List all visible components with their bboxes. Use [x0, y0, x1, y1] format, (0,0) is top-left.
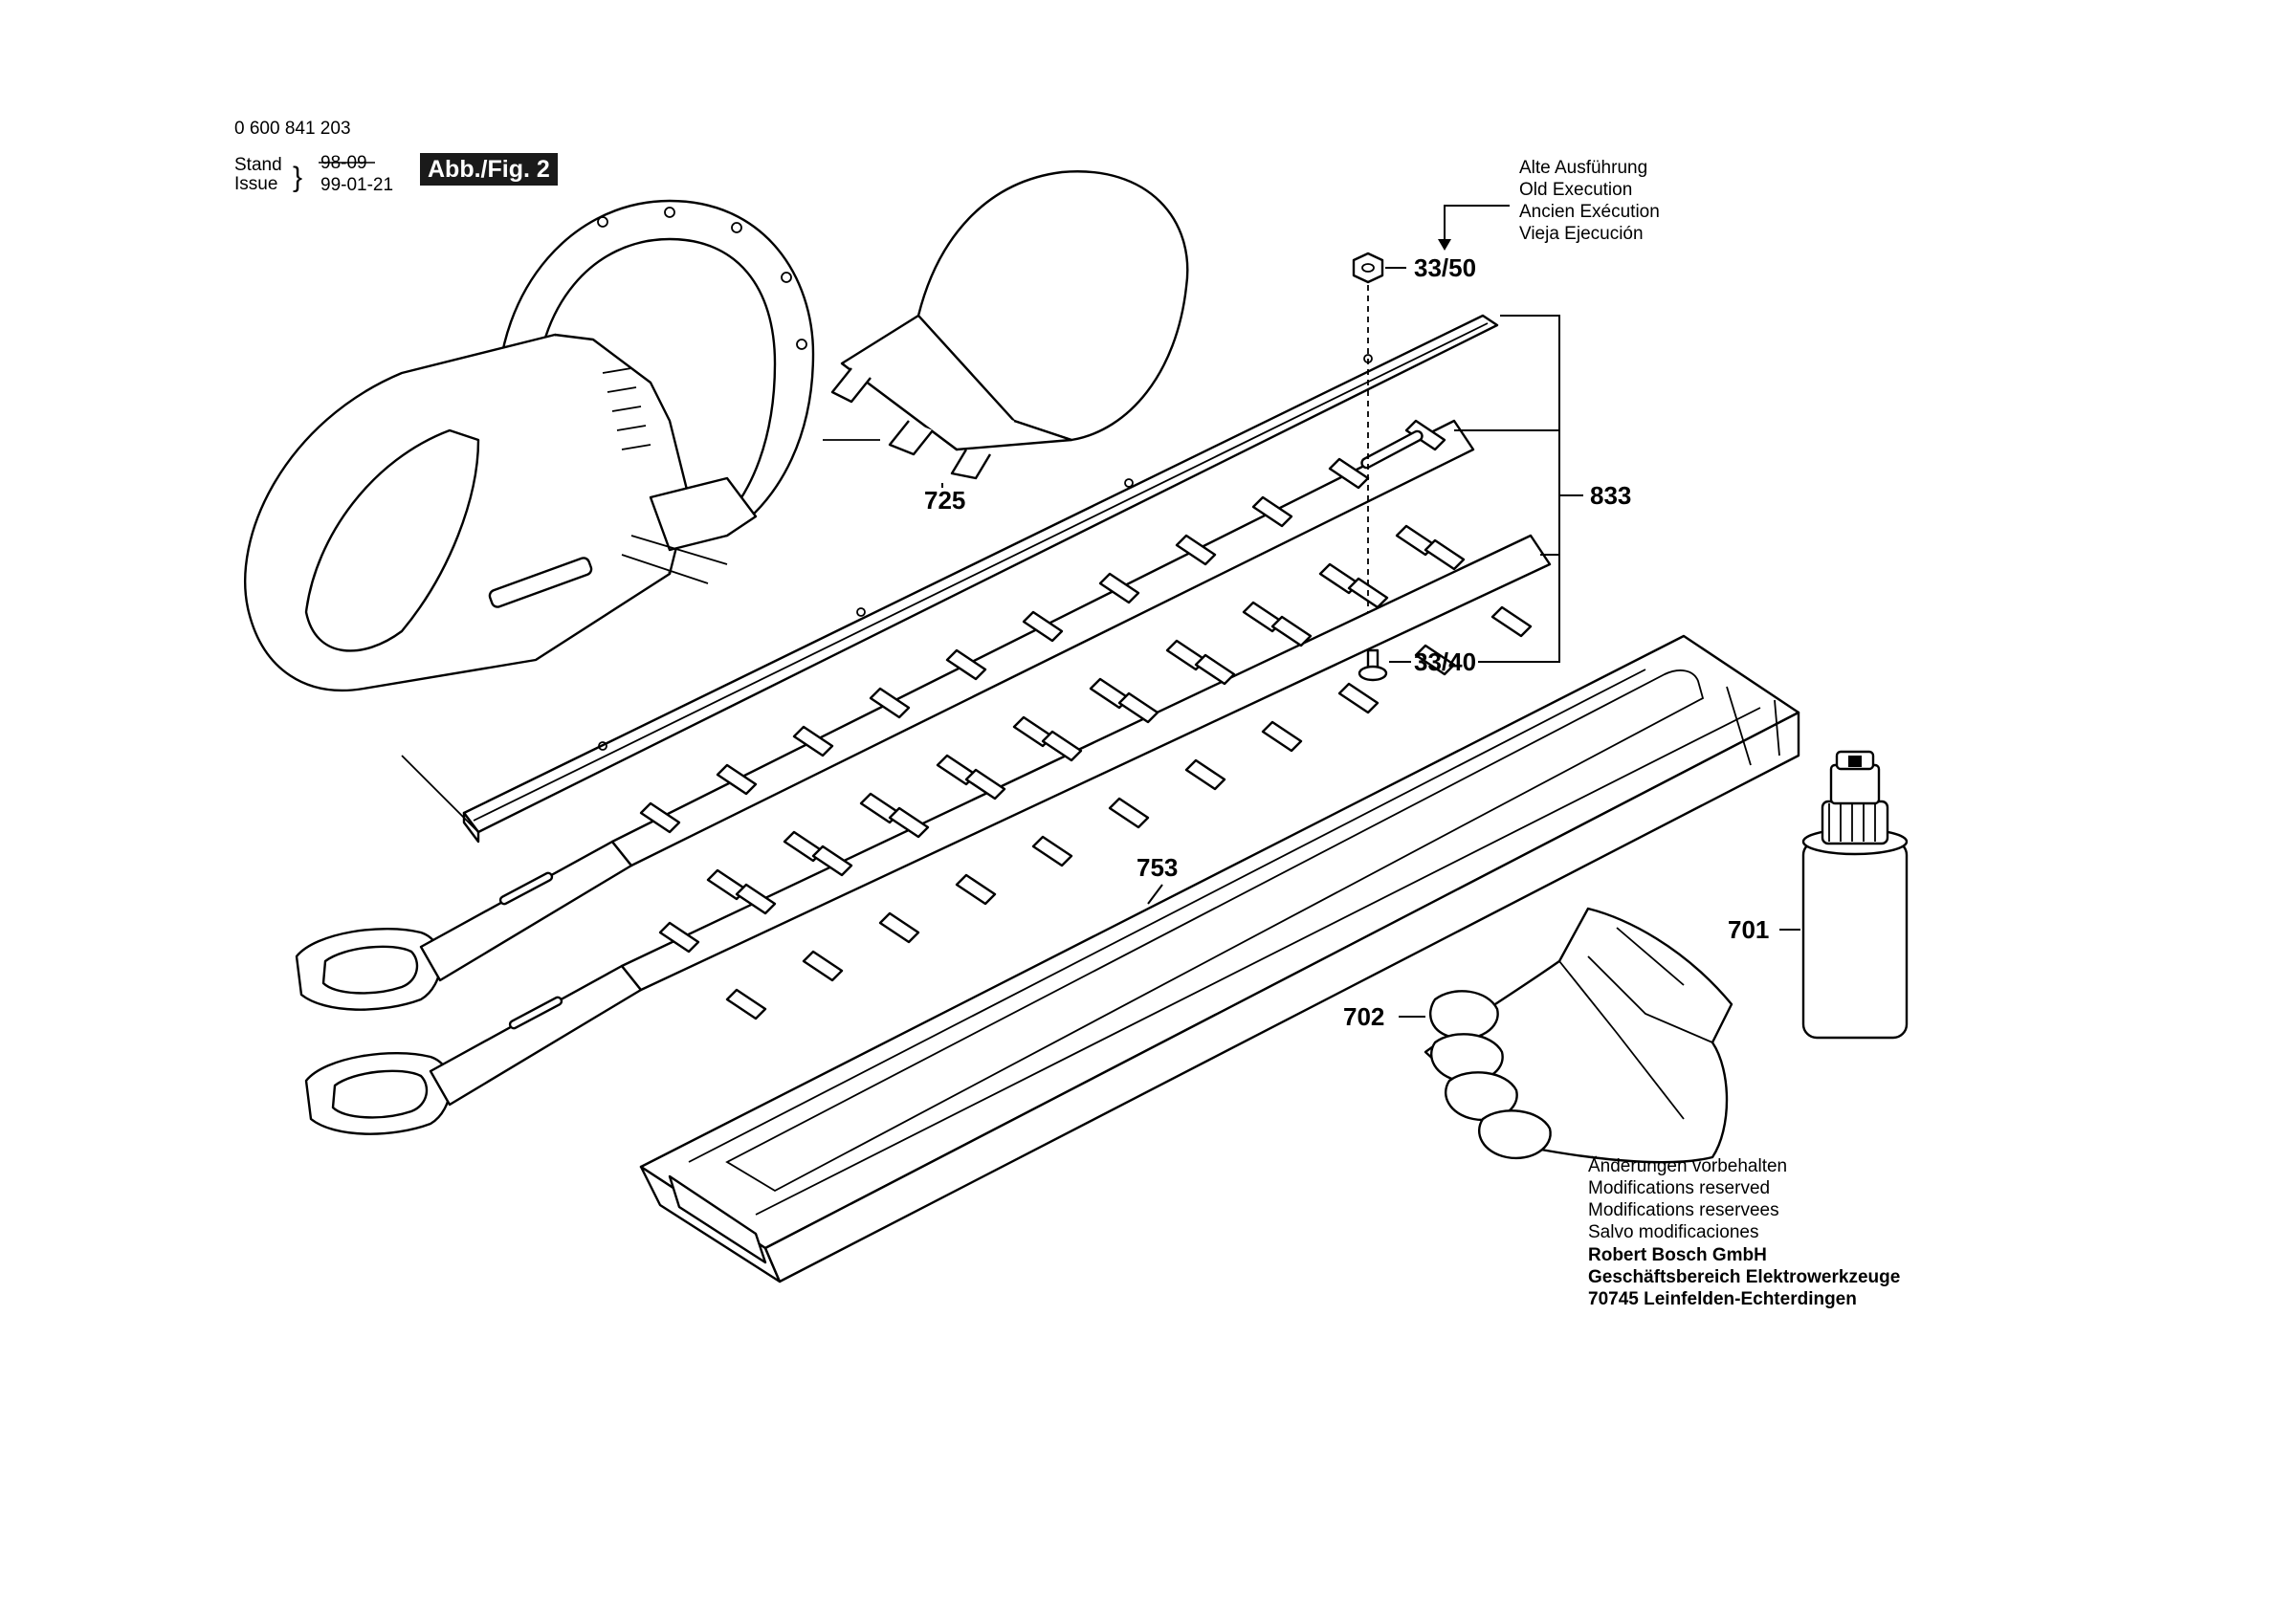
- callout-701: 701: [1728, 915, 1769, 944]
- issue-date: 99-01-21: [320, 175, 393, 195]
- gloves-702: [1424, 907, 1733, 1164]
- oil-bottle-701: [1801, 750, 1909, 1040]
- blade-sheath-753: [639, 634, 1800, 1283]
- trimmer-housing: [244, 199, 815, 692]
- screw-33-40: [1358, 648, 1388, 682]
- company-division: Geschäftsbereich Elektrowerkzeuge: [1588, 1267, 1900, 1287]
- footer-note: Änderungen vorbehalten Modifications res…: [1588, 1156, 1900, 1309]
- lower-blade-teeth: [658, 538, 1533, 1020]
- reserved-de: Änderungen vorbehalten: [1588, 1156, 1787, 1176]
- company-address: 70745 Leinfelden-Echterdingen: [1588, 1289, 1857, 1309]
- old-execution-de: Alte Ausführung: [1519, 158, 1647, 178]
- callout-753: 753: [1137, 853, 1178, 882]
- leader-753: [1147, 884, 1163, 905]
- upper-blade-teeth: [639, 419, 1446, 901]
- callout-833: 833: [1590, 481, 1631, 510]
- old-execution-note: Alte Ausführung Old Execution Ancien Exé…: [1438, 158, 1660, 251]
- old-execution-es: Vieja Ejecución: [1519, 224, 1644, 244]
- figure-tag: Abb./Fig. 2: [420, 153, 558, 186]
- old-execution-en: Old Execution: [1519, 180, 1632, 200]
- callout-33-40: 33/40: [1414, 647, 1476, 676]
- callout-725: 725: [924, 486, 965, 515]
- reserved-es: Salvo modificaciones: [1588, 1222, 1758, 1242]
- callout-33-50: 33/50: [1414, 253, 1476, 282]
- hand-guard-725: [823, 170, 1189, 480]
- company-name: Robert Bosch GmbH: [1588, 1245, 1767, 1265]
- callout-702: 702: [1343, 1002, 1384, 1031]
- old-execution-fr: Ancien Exécution: [1519, 202, 1660, 222]
- part-number: 0 600 841 203: [234, 119, 351, 139]
- reserved-en: Modifications reserved: [1588, 1178, 1770, 1198]
- issue-label: Issue: [234, 174, 277, 194]
- blade-guide-rail: [401, 314, 1499, 844]
- upper-cutter-blade: [295, 419, 1475, 1011]
- assembly-bracket-833: [1454, 315, 1583, 663]
- stand-label: Stand: [234, 155, 282, 175]
- lower-cutter-blade: [304, 534, 1552, 1135]
- nut-33-50: [1352, 252, 1384, 612]
- reserved-fr: Modifications reservees: [1588, 1200, 1779, 1220]
- brace-glyph: }: [293, 162, 302, 193]
